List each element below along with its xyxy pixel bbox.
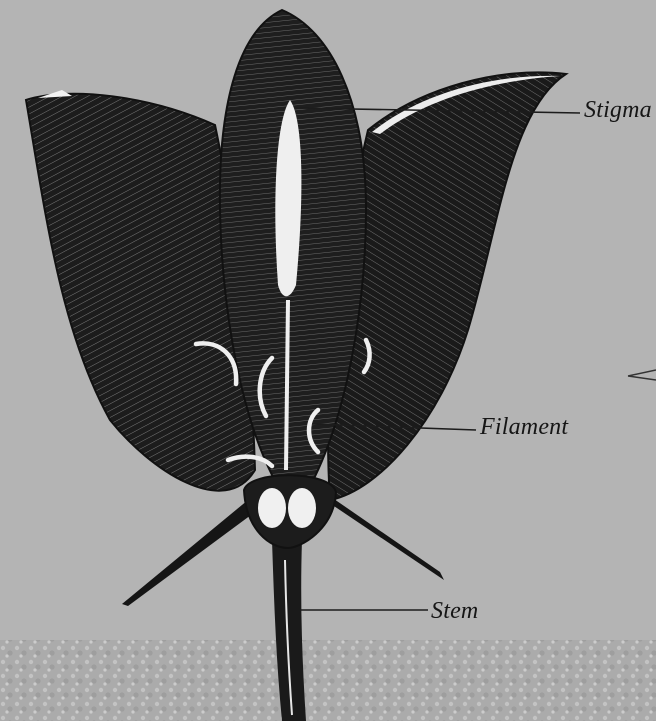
ground-texture	[0, 640, 656, 721]
stray-mark	[628, 370, 656, 380]
receptacle	[244, 475, 336, 548]
stigma-label: Stigma	[584, 97, 652, 124]
filament-label: Filament	[480, 414, 568, 441]
stem-label: Stem	[431, 598, 478, 625]
